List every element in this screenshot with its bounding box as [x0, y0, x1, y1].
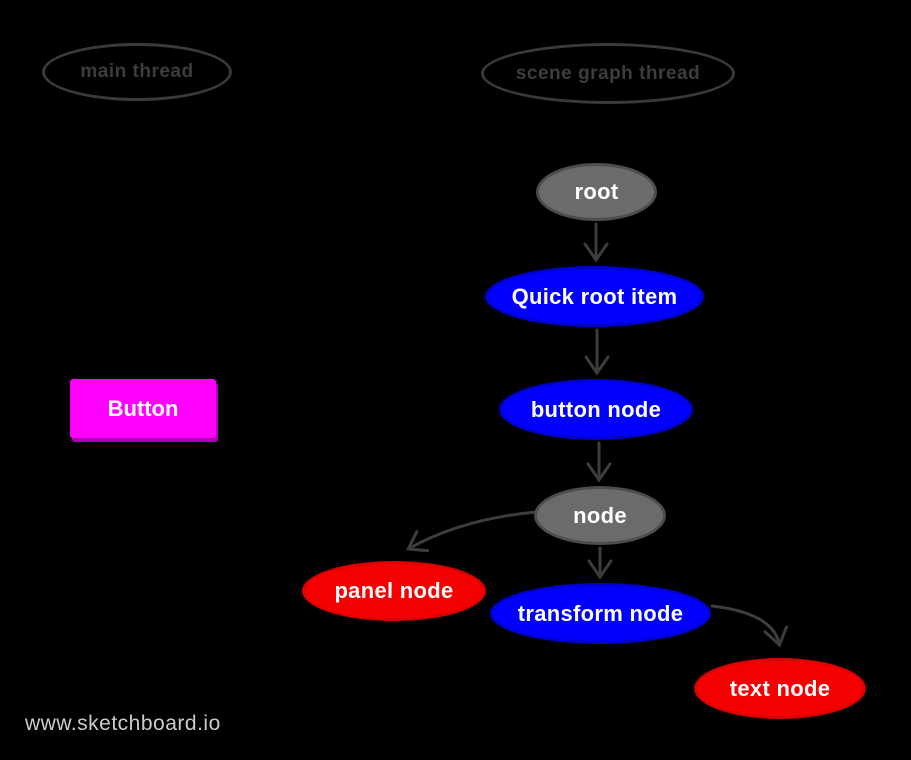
- button-shape[interactable]: Button: [70, 379, 216, 438]
- lane-scene-graph-thread[interactable]: scene graph thread: [481, 43, 735, 104]
- edge-transform-node-text-node[interactable]: [710, 604, 789, 648]
- edge-node-panel-node[interactable]: [405, 510, 538, 553]
- node-button-node[interactable]: button node: [499, 379, 693, 440]
- node-root[interactable]: root: [536, 163, 657, 221]
- lane-main-thread-label: main thread: [80, 61, 194, 82]
- node-transform-node-label: transform node: [517, 600, 684, 626]
- node-text-node-label: text node: [729, 675, 831, 701]
- node-transform-node[interactable]: transform node: [490, 583, 711, 644]
- node-node[interactable]: node: [534, 486, 666, 545]
- node-quick-root-item[interactable]: Quick root item: [485, 266, 704, 327]
- node-text-node[interactable]: text node: [694, 658, 866, 719]
- button-shape-label: Button: [107, 395, 179, 421]
- lane-scene-graph-thread-label: scene graph thread: [515, 62, 701, 84]
- node-node-label: node: [573, 502, 627, 528]
- node-panel-node[interactable]: panel node: [302, 561, 486, 621]
- node-panel-node-label: panel node: [334, 578, 454, 603]
- lane-main-thread[interactable]: main thread: [42, 43, 232, 101]
- sketchboard-watermark: www.sketchboard.io: [25, 712, 221, 735]
- node-root-label: root: [574, 179, 619, 204]
- node-quick-root-item-label: Quick root item: [511, 283, 678, 309]
- node-button-node-label: button node: [530, 396, 662, 422]
- edge-group: [405, 222, 789, 648]
